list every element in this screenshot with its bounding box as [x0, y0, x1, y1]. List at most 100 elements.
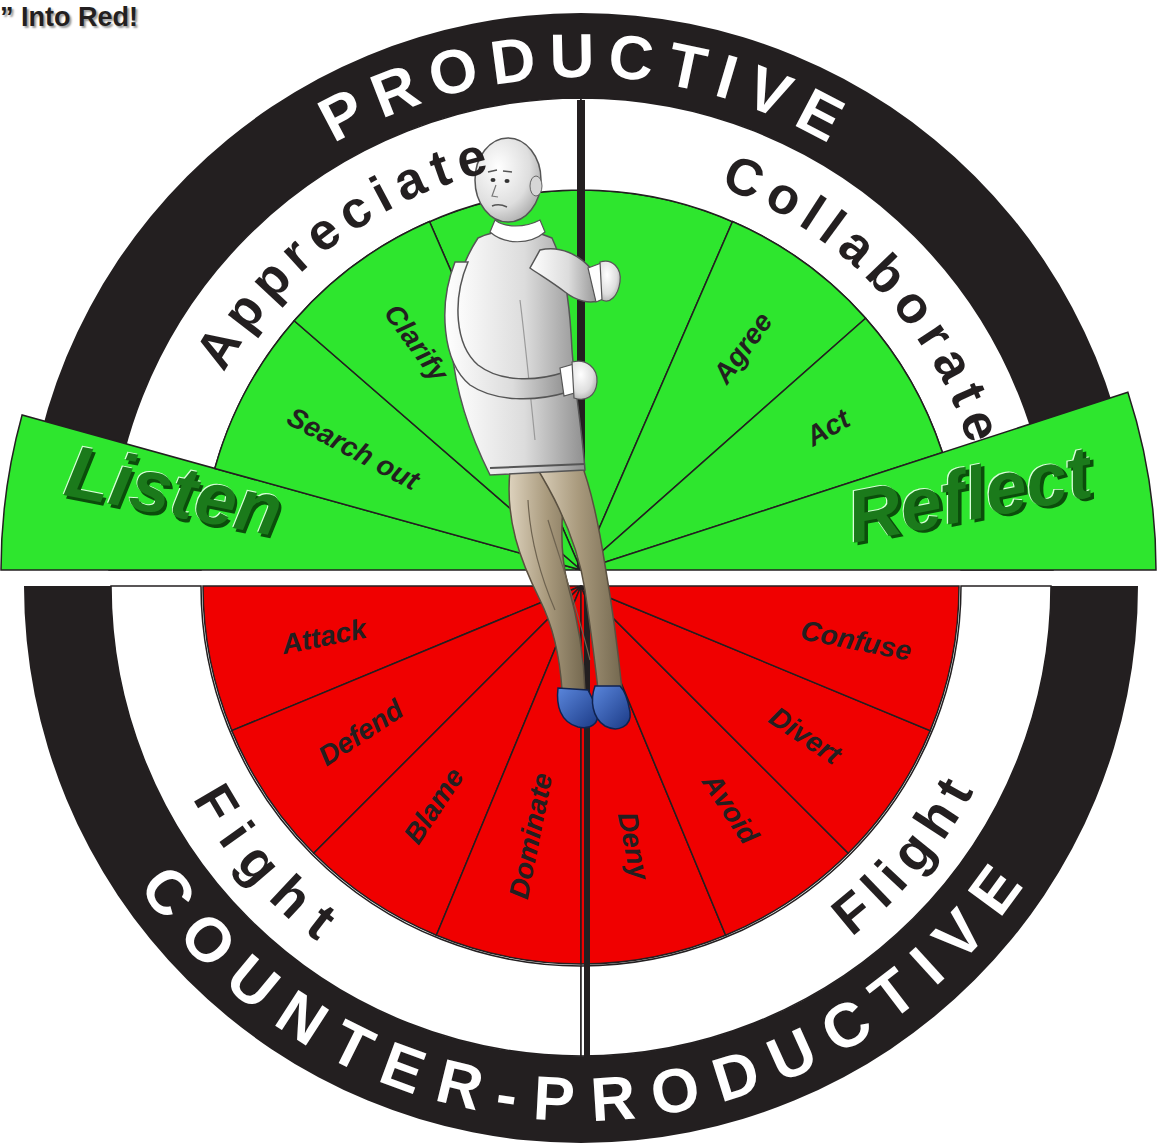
- counterproductive-sector-shape: [581, 586, 959, 731]
- node-outline: [579, 584, 933, 856]
- arc-letter: C: [130, 855, 206, 928]
- node-outline: [22, 584, 1140, 1145]
- sector-label: Search out: [283, 403, 424, 496]
- arc-letter: c: [327, 180, 379, 239]
- arc-letter: O: [422, 36, 484, 108]
- node-outline: [0, 413, 583, 573]
- productive-wedge-shape: [581, 392, 1156, 570]
- pole: [577, 100, 585, 570]
- sector-label: Deny: [612, 810, 653, 883]
- counterproductive-sector: Defend: [229, 584, 583, 856]
- ring-band: Appreciate: [107, 96, 583, 573]
- arc-letter: I: [899, 938, 953, 995]
- node-outline: [292, 219, 583, 572]
- node-outline: [434, 584, 583, 966]
- trouser-leg: [509, 470, 585, 692]
- productive-sector: Clarify: [292, 219, 583, 572]
- sector-label: Agree: [708, 307, 777, 388]
- counterproductive-sector: Confuse: [579, 584, 961, 733]
- node-outline: [579, 584, 851, 938]
- arc-letter: h: [262, 865, 323, 927]
- ring-label: COUNTER-PRODUCTIVE: [106, 828, 1057, 1148]
- arc-letter: g: [229, 833, 291, 893]
- arc-letter: R: [589, 1067, 638, 1132]
- node-outline: [579, 584, 961, 733]
- shoe: [592, 686, 630, 729]
- arc-letter: T: [859, 958, 927, 1030]
- counterproductive-sector: Divert: [579, 584, 933, 856]
- sector-label: Act: [801, 404, 854, 451]
- ring-band-shape: [581, 586, 1051, 1056]
- ring-band: Fight: [109, 584, 583, 1058]
- cuff: [588, 262, 610, 302]
- ring-band-shape: [111, 586, 581, 1056]
- arc-letter: t: [942, 375, 997, 412]
- arc-letter: C: [717, 145, 772, 207]
- productive-sector: Search out: [212, 318, 583, 572]
- arc-letter: U: [759, 1017, 825, 1092]
- stance-label: Listen: [60, 434, 288, 548]
- shirt: [451, 231, 585, 476]
- arc-letter: l: [812, 201, 854, 251]
- arc-letter: D: [486, 27, 539, 94]
- ring-label: Collaborate: [692, 125, 1033, 477]
- ring-band-shape: [581, 98, 1053, 570]
- productive-sector-shape: [581, 222, 866, 570]
- node-outline: [578, 96, 1055, 572]
- counterproductive-sector: Deny: [579, 584, 728, 966]
- sector-label: Confuse: [798, 616, 913, 665]
- node-outline: [579, 390, 1158, 572]
- counterproductive-sector-shape: [232, 586, 581, 853]
- node-outline: [212, 318, 583, 572]
- arc-letter: i: [362, 168, 399, 221]
- ring-band: Flight: [579, 584, 1053, 1058]
- node-outline: [107, 96, 583, 573]
- arc-letter: l: [851, 866, 899, 915]
- arc-letter: a: [924, 339, 984, 389]
- mouth: [492, 205, 507, 207]
- arc-letter: E: [373, 1032, 433, 1104]
- waistline: [490, 464, 585, 468]
- arc-letter: t: [925, 769, 981, 811]
- eye: [491, 178, 496, 182]
- arc-letter: O: [646, 1056, 705, 1126]
- arc-letter: l: [793, 187, 833, 238]
- arc-letter: F: [185, 775, 248, 831]
- productive-sector: Agree: [579, 219, 868, 572]
- arc-letter: e: [450, 130, 491, 188]
- counterproductive-sector-shape: [314, 586, 581, 935]
- ring-band-shape: [109, 98, 581, 570]
- counterproductive-sector: Avoid: [579, 584, 851, 938]
- arc-letter: p: [213, 282, 274, 339]
- arc-letter: T: [321, 1010, 383, 1082]
- hidden-sector: [581, 190, 733, 570]
- ring-band: Collaborate: [578, 96, 1055, 572]
- arc-letter: a: [385, 151, 432, 210]
- cuff: [560, 364, 578, 396]
- node-outline: [579, 584, 728, 966]
- arc-letter: t: [298, 895, 345, 949]
- pole: [584, 586, 590, 1062]
- arc-letter: R: [431, 1050, 489, 1121]
- arc-letter: D: [705, 1040, 766, 1113]
- counterproductive-sector-shape: [581, 586, 848, 935]
- sector-label: Blame: [399, 764, 469, 849]
- trouser-leg: [535, 460, 622, 690]
- sector-label: Dominate: [505, 771, 557, 902]
- ring-band: COUNTER-PRODUCTIVE: [22, 584, 1140, 1145]
- node-outline: [579, 316, 945, 572]
- trouser-crease: [528, 500, 555, 610]
- counterproductive-sector-shape: [436, 586, 581, 964]
- node-outline: [579, 219, 868, 572]
- productive-sector-shape: [294, 222, 581, 570]
- productive-wedge: Listen: [0, 413, 583, 573]
- arc-letter: g: [881, 821, 944, 881]
- arc-letter: I: [710, 45, 744, 109]
- ring-label: PRODUCTIVE: [280, 0, 882, 177]
- trouser-crease: [548, 520, 590, 660]
- arc-letter: e: [295, 202, 350, 261]
- arc-letter: F: [822, 881, 882, 944]
- sector-label: Defend: [313, 695, 407, 771]
